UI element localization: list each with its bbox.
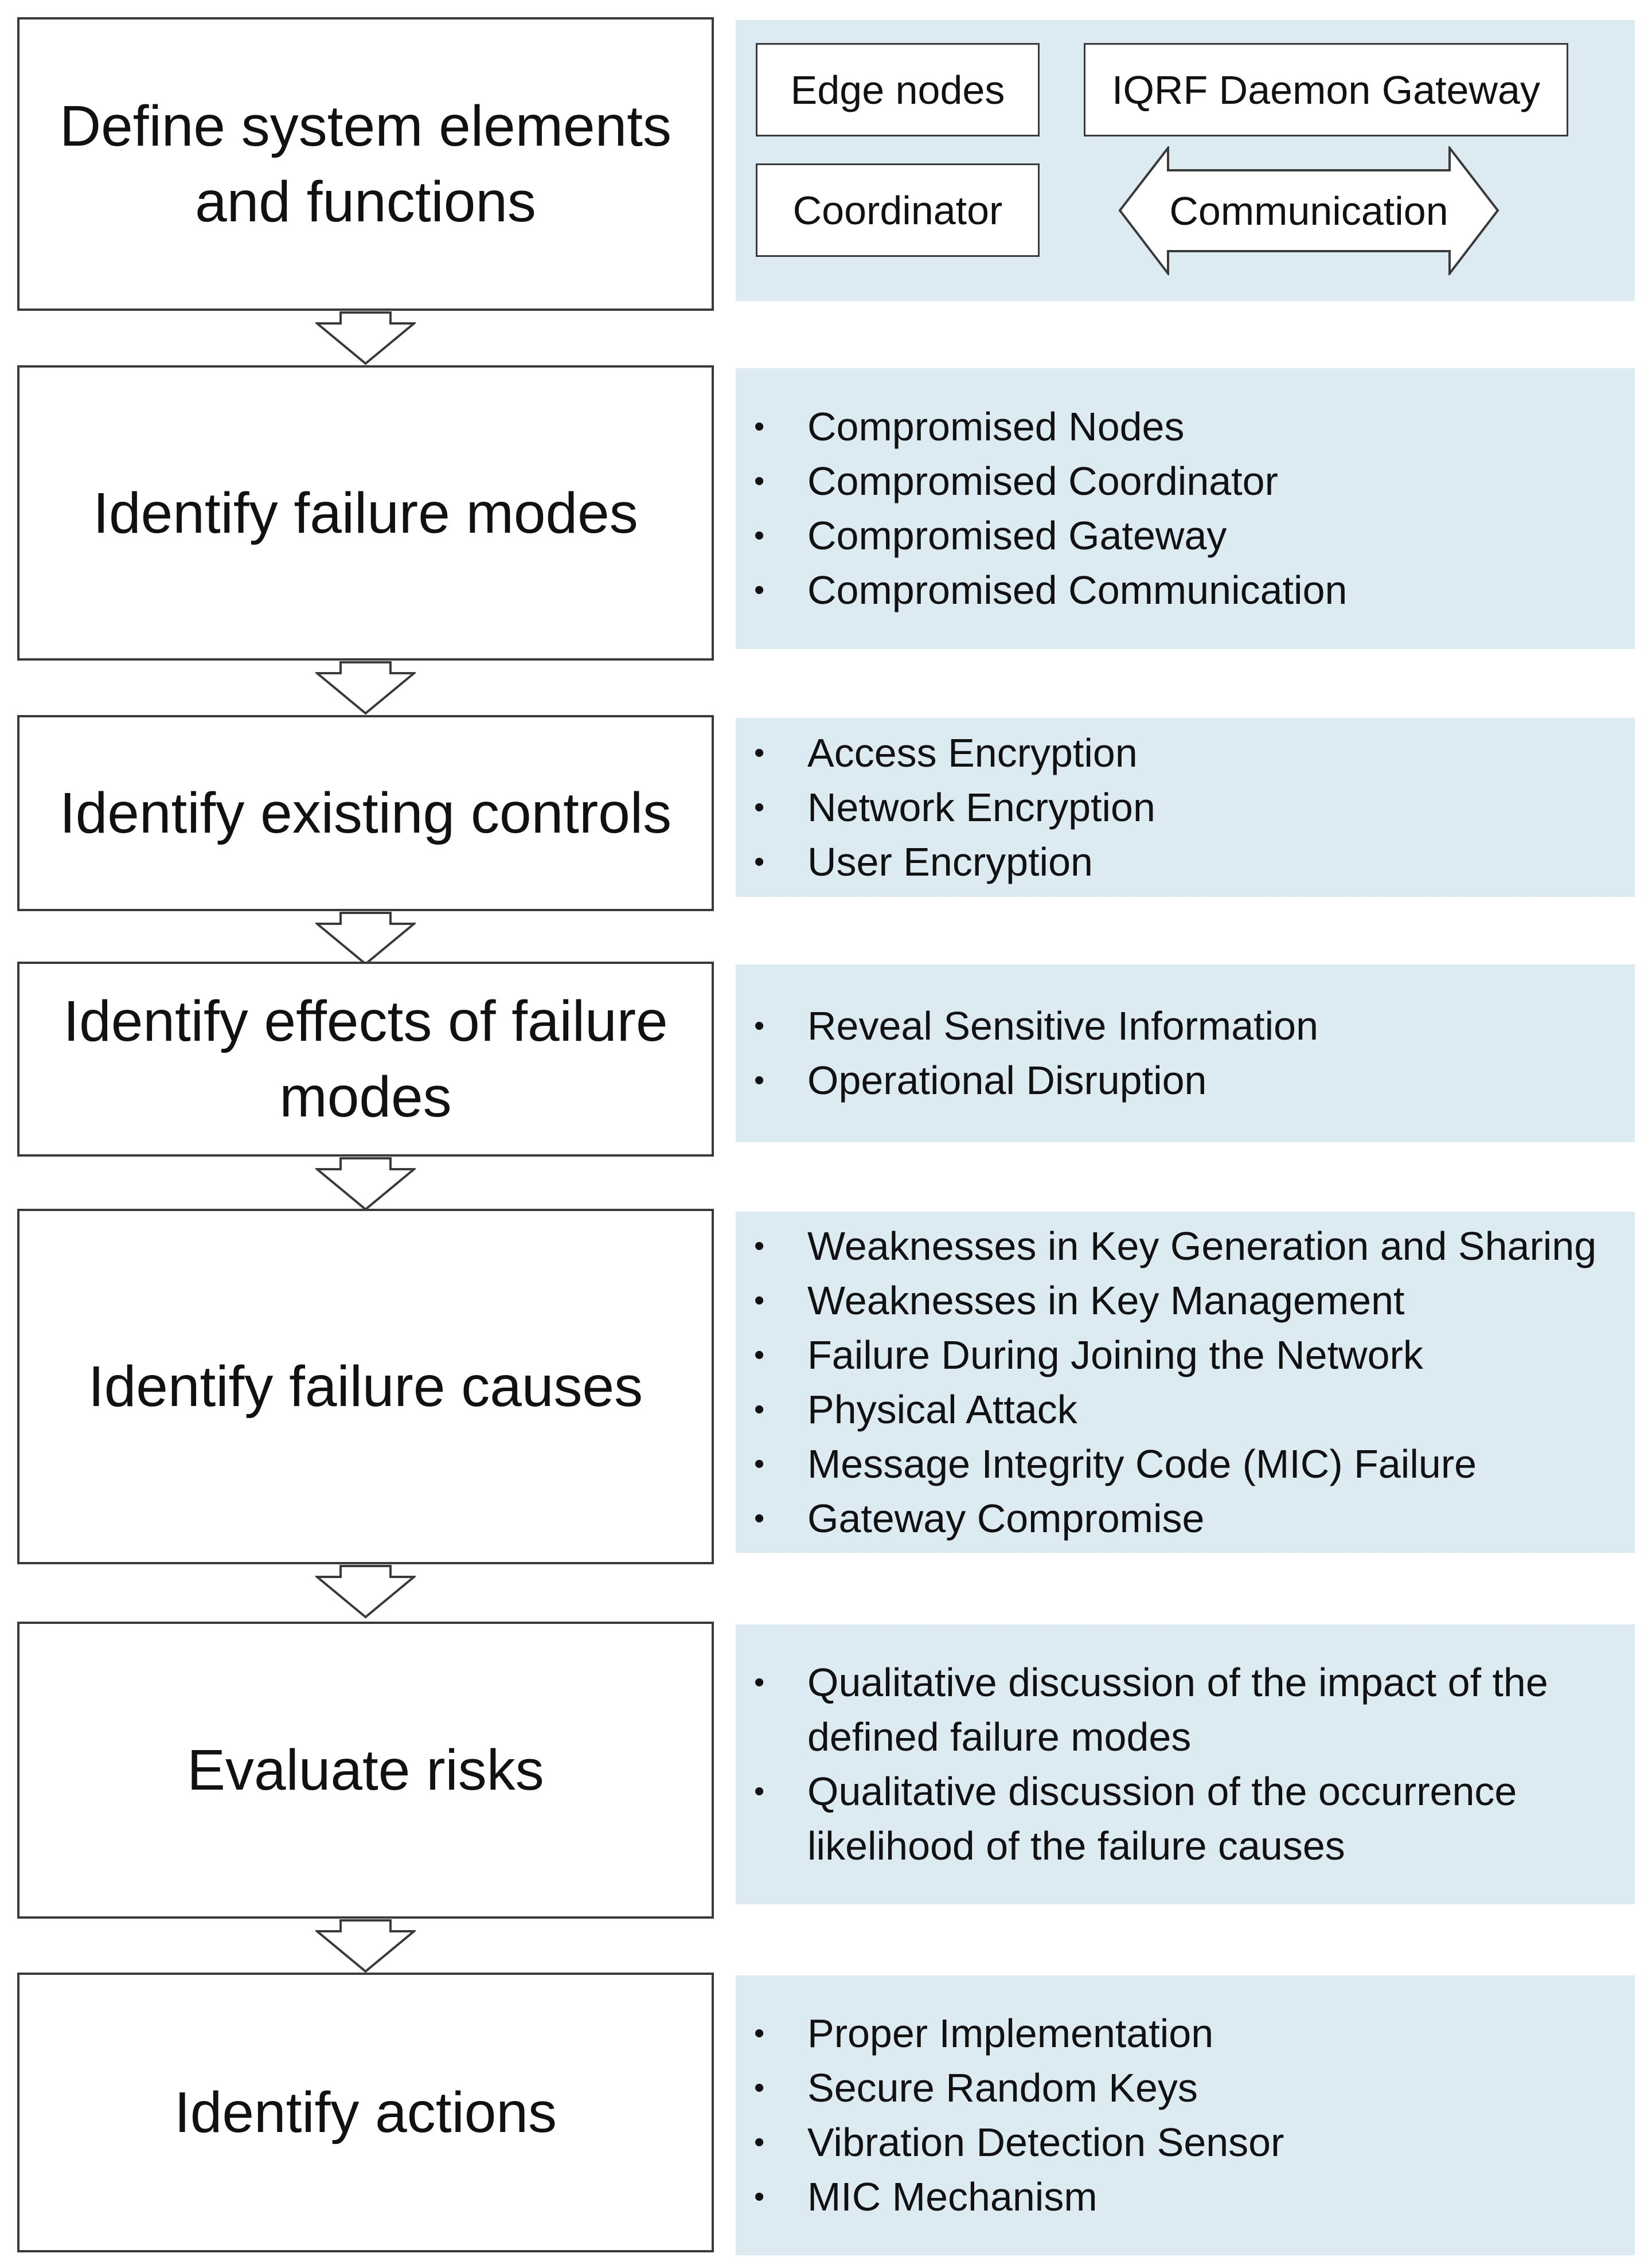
list-item: •Weaknesses in Key Generation and Sharin… <box>753 1219 1635 1274</box>
bullet-icon: • <box>754 2180 765 2213</box>
bullet-icon: • <box>754 573 765 607</box>
step-existing-controls-title: Identify existing controls <box>59 781 672 845</box>
failure-modes-list: •Compromised Nodes •Compromised Coordina… <box>753 400 1635 618</box>
list-item: •Weaknesses in Key Management <box>753 1274 1635 1328</box>
list-item: •Failure During Joining the Network <box>753 1328 1635 1383</box>
list-item: •Reveal Sensitive Information <box>753 999 1635 1053</box>
bullet-icon: • <box>754 2017 765 2050</box>
list-item: •Vibration Detection Sensor <box>753 2115 1635 2170</box>
list-item: •Access Encryption <box>753 726 1635 780</box>
list-item: •Compromised Coordinator <box>753 454 1635 509</box>
step-failure-modes-title: Identify failure modes <box>93 481 638 545</box>
down-arrow-icon <box>315 661 416 715</box>
list-item: •Operational Disruption <box>753 1053 1635 1108</box>
step-failure-causes-box: Identify failure causes <box>17 1209 714 1564</box>
bullet-icon: • <box>754 1501 765 1535</box>
effects-list: •Reveal Sensitive Information •Operation… <box>753 999 1635 1108</box>
step-identify-actions-box: Identify actions <box>17 1973 714 2252</box>
step-failure-causes-title: Identify failure causes <box>88 1354 643 1419</box>
evaluate-risks-panel: •Qualitative discussion of the impact of… <box>736 1624 1635 1904</box>
list-item: •Qualitative discussion of the impact of… <box>753 1655 1600 1764</box>
bullet-icon: • <box>754 1229 765 1263</box>
list-item: •Compromised Gateway <box>753 509 1635 563</box>
bullet-icon: • <box>754 1009 765 1042</box>
bullet-icon: • <box>754 1775 765 1808</box>
step-existing-controls-box: Identify existing controls <box>17 715 714 911</box>
down-arrow-5 <box>315 1564 416 1619</box>
bullet-icon: • <box>754 1392 765 1426</box>
down-arrow-icon <box>315 912 416 966</box>
existing-controls-panel: •Access Encryption •Network Encryption •… <box>736 718 1635 897</box>
down-arrow-icon <box>315 1157 416 1211</box>
failure-modes-panel: •Compromised Nodes •Compromised Coordina… <box>736 368 1635 649</box>
communication-arrow: Communication <box>1118 146 1499 275</box>
step-define-system-box: Define system elements and functions <box>17 17 714 311</box>
existing-controls-list: •Access Encryption •Network Encryption •… <box>753 726 1635 889</box>
list-item: •Gateway Compromise <box>753 1491 1635 1546</box>
down-arrow-icon <box>315 1919 416 1973</box>
list-item: •Qualitative discussion of the occurrenc… <box>753 1764 1600 1873</box>
bullet-icon: • <box>754 1283 765 1317</box>
list-item: •Physical Attack <box>753 1383 1635 1437</box>
step-define-system-title: Define system elements and functions <box>59 94 672 234</box>
bullet-icon: • <box>754 519 765 552</box>
down-arrow-icon <box>315 1565 416 1619</box>
down-arrow-2 <box>315 661 416 715</box>
step-effects-title: Identify effects of failure modes <box>63 989 668 1129</box>
coordinator-box: Coordinator <box>756 163 1040 257</box>
step-evaluate-risks-title: Evaluate risks <box>187 1738 544 1802</box>
bullet-icon: • <box>754 1064 765 1097</box>
edge-nodes-label: Edge nodes <box>790 67 1005 112</box>
gateway-box: IQRF Daemon Gateway <box>1084 43 1568 136</box>
double-arrow-icon <box>1118 146 1499 275</box>
edge-nodes-box: Edge nodes <box>756 43 1040 136</box>
bullet-icon: • <box>754 464 765 498</box>
list-item: •Secure Random Keys <box>753 2061 1635 2115</box>
list-item: •MIC Mechanism <box>753 2170 1635 2224</box>
list-item: •Network Encryption <box>753 780 1635 835</box>
bullet-icon: • <box>754 736 765 770</box>
step-evaluate-risks-box: Evaluate risks <box>17 1622 714 1919</box>
list-item: •Message Integrity Code (MIC) Failure <box>753 1437 1635 1491</box>
identify-actions-list: •Proper Implementation •Secure Random Ke… <box>753 2006 1635 2224</box>
step-effects-box: Identify effects of failure modes <box>17 962 714 1157</box>
communication-label: Communication <box>1169 188 1448 233</box>
identify-actions-panel: •Proper Implementation •Secure Random Ke… <box>736 1975 1635 2255</box>
list-item: •Proper Implementation <box>753 2006 1635 2061</box>
effects-panel: •Reveal Sensitive Information •Operation… <box>736 964 1635 1142</box>
bullet-icon: • <box>754 410 765 443</box>
step-identify-actions-title: Identify actions <box>174 2080 557 2145</box>
list-item: •User Encryption <box>753 835 1635 889</box>
list-item: •Compromised Nodes <box>753 400 1635 454</box>
bullet-icon: • <box>754 2071 765 2104</box>
list-item: •Compromised Communication <box>753 563 1635 618</box>
down-arrow-3 <box>315 911 416 966</box>
step-failure-modes-box: Identify failure modes <box>17 365 714 661</box>
evaluate-risks-list: •Qualitative discussion of the impact of… <box>753 1655 1600 1873</box>
gateway-label: IQRF Daemon Gateway <box>1112 67 1540 112</box>
down-arrow-4 <box>315 1157 416 1211</box>
bullet-icon: • <box>754 790 765 824</box>
coordinator-label: Coordinator <box>792 188 1003 233</box>
bullet-icon: • <box>754 1666 765 1699</box>
down-arrow-icon <box>315 311 416 365</box>
bullet-icon: • <box>754 1338 765 1372</box>
down-arrow-6 <box>315 1919 416 1973</box>
failure-causes-panel: •Weaknesses in Key Generation and Sharin… <box>736 1212 1635 1553</box>
bullet-icon: • <box>754 845 765 878</box>
bullet-icon: • <box>754 2126 765 2159</box>
failure-causes-list: •Weaknesses in Key Generation and Sharin… <box>753 1219 1635 1546</box>
bullet-icon: • <box>754 1447 765 1481</box>
system-elements-panel: Edge nodes IQRF Daemon Gateway Coordinat… <box>736 20 1635 301</box>
down-arrow-1 <box>315 311 416 365</box>
